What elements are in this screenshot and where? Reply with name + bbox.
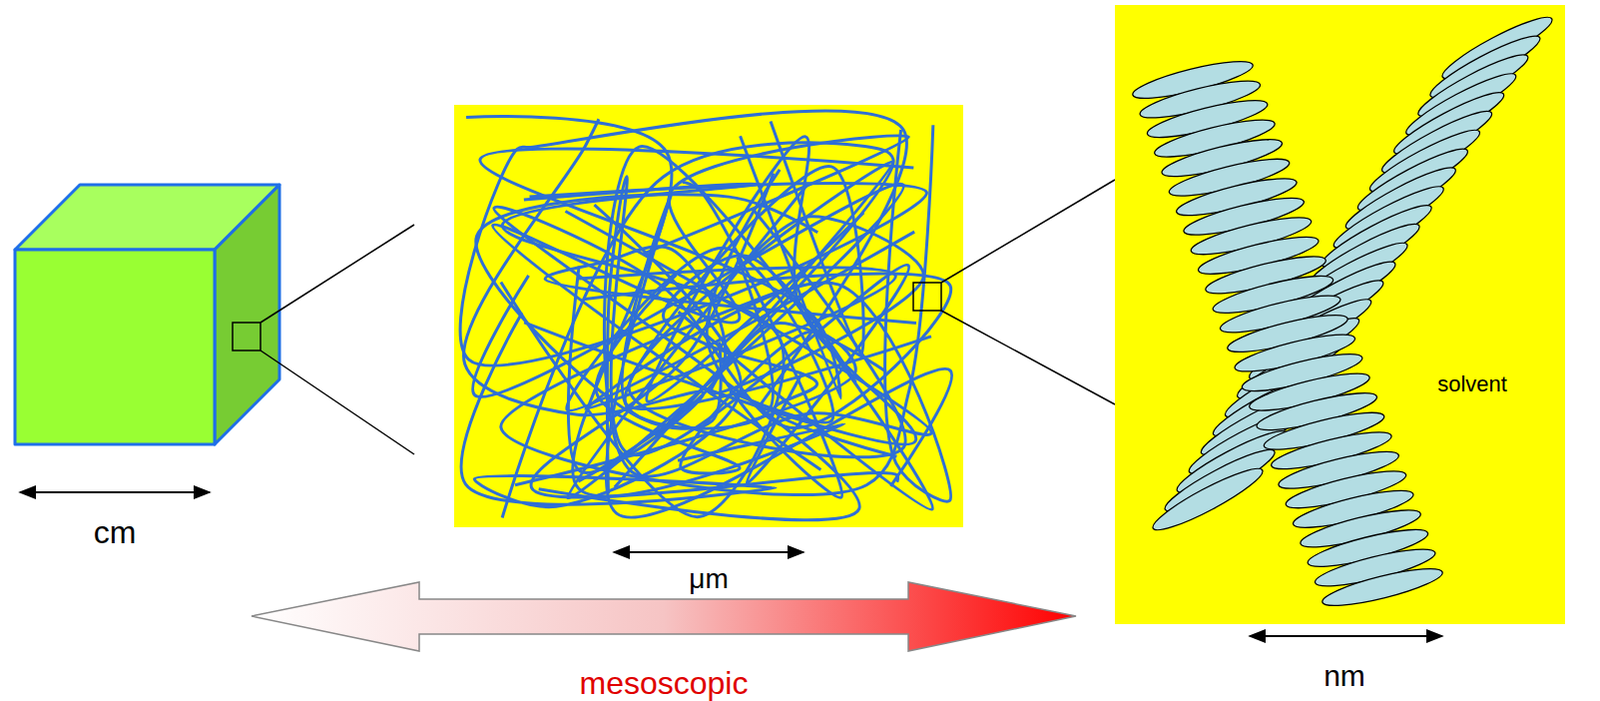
scale-arrow bbox=[19, 491, 210, 494]
polymer-chain bbox=[476, 194, 818, 430]
scale-label: nm bbox=[1323, 660, 1366, 691]
polymer-chain bbox=[614, 161, 906, 488]
polymer-panel bbox=[454, 104, 964, 528]
zoom-box bbox=[913, 282, 942, 311]
scale-label: μm bbox=[688, 564, 728, 593]
scale-label: mesoscopic bbox=[579, 666, 749, 699]
monomer-ellipse bbox=[1147, 460, 1268, 538]
scale-arrow bbox=[613, 550, 804, 553]
monomer-ellipse bbox=[1319, 560, 1446, 612]
polymer-chain bbox=[501, 124, 934, 495]
zoom-box bbox=[232, 322, 261, 351]
scale-arrow bbox=[1249, 634, 1443, 637]
solvent-panel: solvent bbox=[1114, 4, 1566, 624]
leader-line bbox=[941, 179, 1115, 283]
polymer-chain bbox=[473, 183, 905, 499]
leader-line bbox=[260, 224, 415, 323]
scale-label: cm bbox=[93, 516, 137, 548]
polymer-chain bbox=[460, 110, 927, 408]
solvent-label: solvent bbox=[1437, 373, 1508, 396]
leader-line bbox=[941, 310, 1115, 405]
polymer-chains bbox=[460, 110, 952, 521]
polymer-chain bbox=[564, 146, 933, 511]
polymer-chain bbox=[624, 120, 932, 409]
helix-chains bbox=[1114, 4, 1566, 624]
cube bbox=[14, 184, 280, 445]
leader-line bbox=[260, 350, 415, 455]
scale-range-arrow bbox=[251, 581, 1076, 651]
